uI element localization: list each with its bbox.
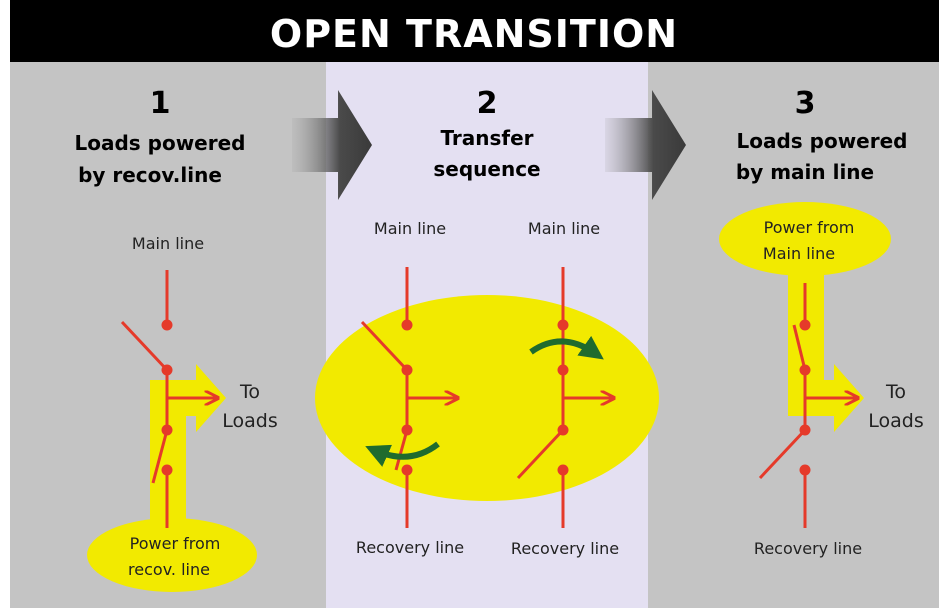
step-3-heading-line1: Loads powered [736, 129, 907, 153]
step-1-power-path [150, 364, 226, 540]
step-1-source-line2: recov. line [128, 560, 210, 579]
step-2-left-main-switch-open [360, 320, 409, 372]
step-3-main-switch-closed [792, 324, 807, 371]
step-arrow-2-to-3 [605, 90, 686, 200]
step-1-main-switch-open [120, 320, 169, 372]
step-3-power-path [788, 250, 864, 432]
step-2-left-recovery-switch-closed [394, 429, 409, 471]
step-2-heading-line2: sequence [433, 157, 540, 181]
step-1-main-line-label: Main line [132, 234, 204, 253]
step-2-heading-line1: Transfer [440, 126, 533, 150]
step-1-number: 1 [150, 86, 171, 121]
step-1-recovery-switch-closed [151, 429, 169, 484]
page-title: OPEN TRANSITION [270, 12, 678, 56]
step-1: 1 Loads powered by recov.line Main line … [74, 86, 278, 592]
step-3-recovery-switch-open [758, 428, 807, 480]
step-3-number: 3 [795, 86, 816, 121]
step-3-source-line1: Power from [764, 218, 855, 237]
step-1-heading-line1: Loads powered [74, 131, 245, 155]
step-1-source-line1: Power from [130, 534, 221, 553]
step-1-source-bubble [87, 518, 257, 592]
step-2-right-main-label: Main line [528, 219, 600, 238]
step-3-source-line2: Main line [763, 244, 835, 263]
step-3-source-bubble [719, 202, 891, 276]
step-1-heading-line2: by recov.line [78, 163, 222, 187]
step-3: 3 Loads powered by main line Power from … [719, 86, 924, 558]
step-2-left-main-label: Main line [374, 219, 446, 238]
step-3-heading-line2: by main line [736, 160, 874, 184]
step-3-to-loads-line2: Loads [868, 410, 923, 432]
step-2-left-rotate-arrow [365, 441, 440, 467]
step-1-to-loads-line2: Loads [222, 410, 277, 432]
step-3-to-loads-line1: To [885, 381, 906, 403]
step-2-right-recovery-switch-open [516, 428, 565, 480]
step-1-to-loads-line1: To [239, 381, 260, 403]
step-2-right-rotate-arrow [529, 335, 604, 360]
title-bar [10, 0, 939, 62]
step-2-number: 2 [477, 86, 498, 121]
step-arrow-1-to-2 [292, 90, 372, 200]
step-2-right-recovery-label: Recovery line [511, 539, 619, 558]
step-2-left-recovery-label: Recovery line [356, 538, 464, 557]
step-3-recovery-label: Recovery line [754, 539, 862, 558]
step-2: 2 Transfer sequence Main line Main line … [315, 86, 659, 558]
